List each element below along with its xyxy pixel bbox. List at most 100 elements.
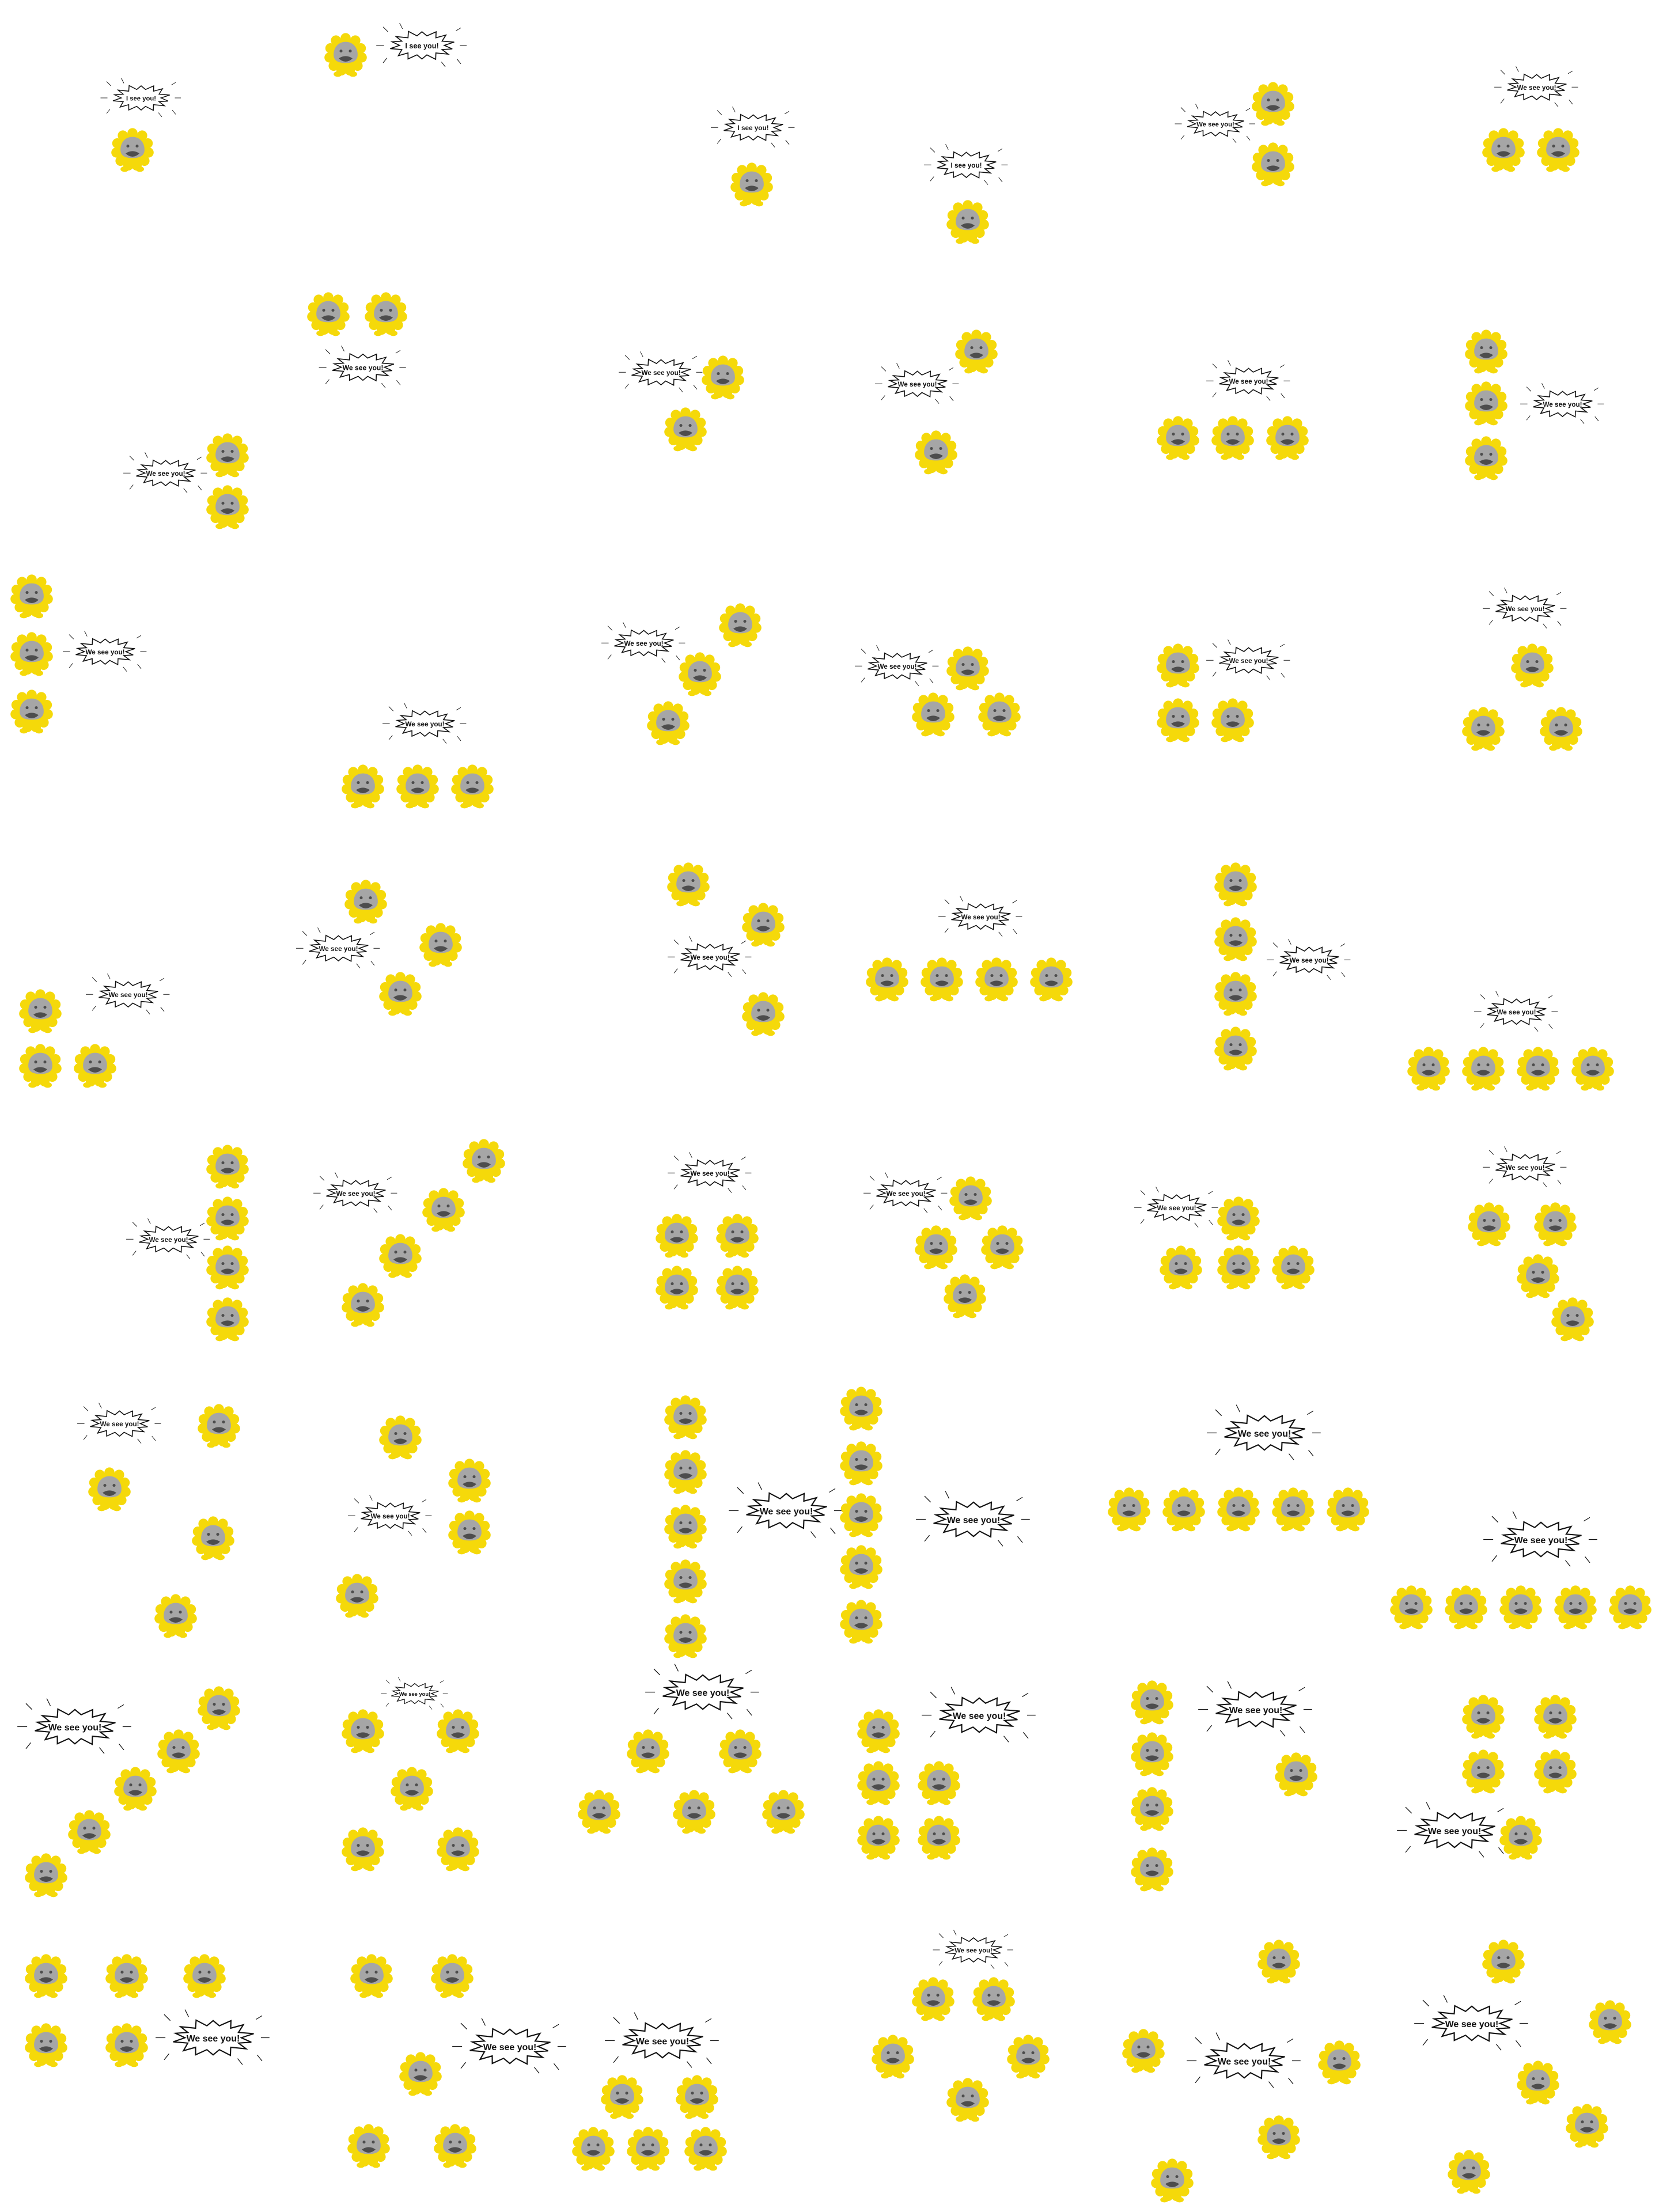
lion-icon xyxy=(204,1244,251,1290)
lion-icon xyxy=(204,484,251,530)
lion-icon xyxy=(340,1708,386,1754)
speech-burst-icon: We see you! xyxy=(916,1491,1030,1547)
lion-icon xyxy=(104,2022,150,2068)
speech-burst-icon: We see you! xyxy=(1483,1146,1567,1187)
lion-icon xyxy=(1498,1584,1544,1630)
speech-text: We see you! xyxy=(690,954,729,961)
speech-burst-icon: We see you! xyxy=(319,345,406,388)
lion-icon xyxy=(1256,1938,1302,1984)
lion-icon xyxy=(700,354,746,400)
lion-icon xyxy=(204,1195,251,1241)
lion-icon xyxy=(677,651,723,697)
speech-burst-icon: We see you! xyxy=(1494,66,1578,107)
lion-icon xyxy=(334,1573,380,1619)
lion-icon xyxy=(760,1789,806,1835)
lion-icon xyxy=(1028,956,1074,1002)
lion-icon xyxy=(1129,1731,1175,1777)
lion-icon xyxy=(1161,1486,1207,1532)
speech-burst-icon: We see you! xyxy=(1206,360,1290,401)
speech-burst-icon: We see you! xyxy=(63,631,147,672)
speech-burst-icon: I see you! xyxy=(924,144,1008,185)
speech-text: We see you! xyxy=(149,1236,188,1244)
speech-text: We see you! xyxy=(1229,378,1268,385)
speech-text: We see you! xyxy=(100,1421,139,1428)
speech-text: We see you! xyxy=(1238,1429,1291,1439)
lion-icon xyxy=(717,1728,763,1774)
lion-icon xyxy=(86,1466,132,1512)
lion-icon xyxy=(662,1558,709,1604)
lion-icon xyxy=(1270,1486,1316,1532)
speech-text: We see you! xyxy=(405,721,444,728)
lion-icon xyxy=(9,573,55,619)
lion-icon xyxy=(674,2074,720,2120)
speech-text: I see you! xyxy=(126,96,156,103)
speech-text: We see you! xyxy=(760,1507,813,1517)
speech-burst-icon: We see you! xyxy=(1520,383,1604,424)
lion-icon xyxy=(1607,1584,1653,1630)
lion-icon xyxy=(1158,1244,1204,1290)
lion-icon xyxy=(838,1492,884,1538)
lion-icon xyxy=(17,1043,63,1089)
lion-icon xyxy=(1515,1253,1561,1299)
lion-icon xyxy=(1538,706,1584,752)
lion-icon xyxy=(599,2074,645,2120)
speech-burst-icon: We see you! xyxy=(863,1172,948,1213)
speech-burst-icon: We see you! xyxy=(1187,2032,1301,2088)
speech-burst-icon: We see you! xyxy=(855,645,939,686)
lion-icon xyxy=(740,991,786,1037)
lion-icon xyxy=(66,1809,112,1855)
speech-burst-icon: We see you! xyxy=(1483,1511,1597,1567)
lion-icon xyxy=(662,1394,709,1440)
lion-icon xyxy=(913,1224,959,1270)
lion-icon xyxy=(395,763,441,809)
lion-icon xyxy=(449,763,495,809)
speech-burst-icon: We see you! xyxy=(452,2018,566,2074)
speech-text: We see you! xyxy=(690,1170,729,1177)
lion-icon xyxy=(196,1685,242,1731)
speech-text: We see you! xyxy=(319,945,358,953)
speech-text: We see you! xyxy=(1196,122,1234,128)
lion-icon xyxy=(1005,2033,1051,2080)
speech-text: I see you! xyxy=(951,162,982,169)
speech-text: We see you! xyxy=(146,470,185,478)
lion-icon xyxy=(446,1509,493,1555)
speech-text: I see you! xyxy=(405,42,438,50)
lion-icon xyxy=(1570,1046,1616,1092)
lion-icon xyxy=(838,1544,884,1590)
speech-text: We see you! xyxy=(85,649,124,656)
lion-icon xyxy=(838,1440,884,1486)
lion-icon xyxy=(740,902,786,948)
lion-icon xyxy=(1149,2157,1195,2203)
lion-icon xyxy=(1264,415,1310,461)
speech-text: We see you! xyxy=(676,1688,730,1698)
speech-text: We see you! xyxy=(1218,2057,1271,2067)
speech-text: We see you! xyxy=(1505,1164,1544,1172)
speech-text: We see you! xyxy=(48,1723,102,1733)
lion-icon xyxy=(1460,1046,1506,1092)
speech-text: We see you! xyxy=(1157,1205,1196,1212)
lion-icon xyxy=(389,1766,435,1812)
lion-icon xyxy=(1463,380,1509,426)
speech-burst-icon: We see you! xyxy=(1206,639,1290,680)
lion-icon xyxy=(971,1976,1017,2022)
lion-icon xyxy=(654,1264,700,1310)
lion-icon xyxy=(1466,1201,1512,1247)
lion-icon xyxy=(429,1953,475,1999)
lion-icon xyxy=(9,688,55,734)
lion-icon xyxy=(112,1766,158,1812)
lion-icon xyxy=(717,602,763,648)
lion-icon xyxy=(1120,2028,1166,2074)
speech-burst-icon: We see you! xyxy=(1397,1802,1511,1858)
lion-icon xyxy=(446,1457,493,1503)
speech-text: We see you! xyxy=(624,640,663,647)
speech-burst-icon: We see you! xyxy=(729,1482,843,1538)
speech-burst-icon: I see you! xyxy=(100,78,181,118)
lion-icon xyxy=(340,1826,386,1872)
lion-icon xyxy=(397,2051,444,2097)
speech-burst-icon: We see you! xyxy=(1134,1187,1218,1228)
lion-icon xyxy=(976,691,1022,737)
lion-icon xyxy=(1213,861,1259,907)
lion-icon xyxy=(916,1815,962,1861)
speech-text: We see you! xyxy=(1445,2020,1499,2029)
speech-burst-icon: We see you! xyxy=(1207,1404,1321,1460)
